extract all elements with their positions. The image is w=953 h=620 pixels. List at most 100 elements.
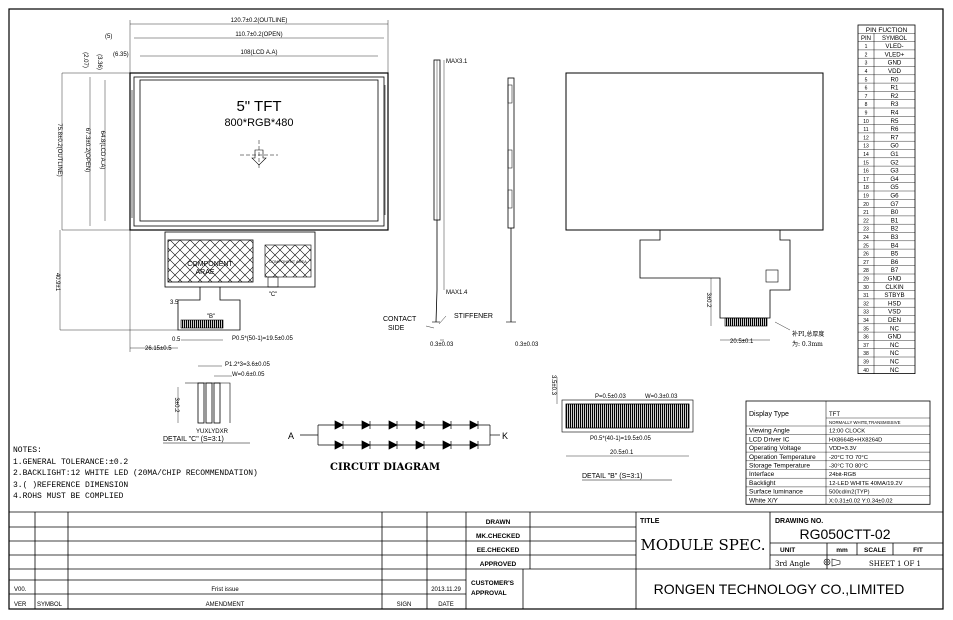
pin-symbol: G2: [890, 159, 899, 166]
rev-header-ver: VER: [14, 602, 27, 608]
side-panel-2: [507, 77, 515, 229]
rev-amendment: Frist issue: [211, 587, 239, 593]
spec-label: Operation Temperature: [749, 454, 816, 461]
pin-symbol: R0: [891, 76, 899, 83]
dim-b-width: 20.5±0.1: [610, 450, 634, 456]
title-block: [9, 511, 943, 609]
pin-number: 7: [865, 94, 868, 100]
screen-title: 5" TFT: [236, 98, 281, 115]
sheet-border: [8, 8, 944, 610]
notes-line: 3.( )REFERENCE DIMENSION: [13, 481, 128, 490]
component-area-small: [264, 244, 312, 278]
label-b: "B": [207, 314, 215, 320]
dim-back-v: 3±0.2: [705, 293, 711, 309]
module-spec-title: MODULE SPEC.: [640, 536, 765, 554]
fpc-pins: [180, 319, 224, 329]
dim-5: (5): [105, 34, 112, 40]
role-drawn: DRAWN: [486, 519, 511, 526]
screen-resolution: 800*RGB*480: [224, 117, 293, 129]
pin-symbol: B1: [891, 217, 899, 224]
pin-symbol: G1: [890, 151, 899, 158]
dim-c-w: W=0.6±0.05: [232, 372, 265, 378]
contact-side-label-2: SIDE: [388, 325, 405, 332]
c-tag: YUXLYDXR: [196, 429, 229, 435]
pin-number: 16: [863, 169, 869, 175]
notes-line: 4.ROHS MUST BE COMPLIED: [13, 492, 124, 501]
title-block-text: VER SYMBOL AMENDMENT SIGN DATE V00. Fris…: [14, 518, 923, 608]
angle-label: 3rd Angle: [775, 560, 810, 568]
role-ee-checked: EE.CHECKED: [477, 547, 520, 554]
dim-t03b: 0.3±0.03: [515, 342, 539, 348]
dim-v-aa: 64.8(LCD A.A): [99, 131, 105, 170]
pin-number: 36: [863, 335, 869, 341]
pin-symbol: R5: [891, 118, 899, 125]
dim-b-h: 3.5±0.3: [550, 375, 556, 396]
component-area-small-label: COMPONENT AREA: [269, 259, 307, 264]
stiffener-label: STIFFENER: [454, 313, 493, 320]
pin-symbol: NC: [890, 350, 899, 357]
pin-symbol: B7: [891, 267, 899, 274]
pin-table-title: PIN FUCTION: [866, 27, 908, 34]
back-pins: [724, 317, 768, 327]
spec-label: Display Type: [749, 411, 789, 418]
pin-symbol: G0: [890, 143, 899, 150]
outline-rect: [129, 72, 389, 231]
pin-symbol: GND: [888, 60, 902, 67]
detail-b-title: DETAIL "B" (S=3:1): [582, 473, 642, 480]
pin-number: 12: [863, 135, 869, 141]
spec-value: X:0.31±0.02 Y:0.34±0.02: [829, 498, 893, 504]
pin-number: 17: [863, 177, 869, 183]
pin-symbol: VLED-: [885, 43, 903, 50]
spec-label: Operating Voltage: [749, 445, 801, 452]
back-view-labels: 3±0.2 20.5±0.1 补PI,总厚度 为: 0.3mm: [705, 293, 824, 348]
pin-symbol: GND: [888, 276, 902, 283]
active-area-rect: [139, 79, 379, 222]
pin-symbol: CLKIN: [885, 284, 903, 291]
spec-table-frame: [745, 400, 931, 505]
pin-number: 13: [863, 144, 869, 150]
dim-336: (3.36): [96, 54, 102, 70]
detail-b-pins: [565, 403, 690, 429]
pin-number: 25: [863, 243, 869, 249]
pin-number: 22: [863, 218, 869, 224]
back-outline: [565, 72, 824, 231]
spec-label: Viewing Angle: [749, 428, 790, 435]
pin-symbol: B3: [891, 234, 899, 241]
rev-date: 2013.11.29: [431, 587, 461, 593]
notes-line: 1.GENERAL TOLERANCE:±0.2: [13, 458, 128, 467]
pin-number: 5: [865, 77, 868, 83]
pin-symbol: NC: [890, 325, 899, 332]
customer-approval: CUSTOMER'S: [471, 580, 515, 587]
label-c: "C": [269, 292, 278, 298]
back-note-2: 为: 0.3mm: [792, 340, 823, 348]
pin-symbol: G3: [890, 168, 899, 175]
rev-ver: V00.: [14, 587, 27, 593]
symbol-col-header: SYMBOL: [882, 36, 908, 42]
pin-number: 18: [863, 185, 869, 191]
pin-symbol: R1: [891, 85, 899, 92]
detail-c: [177, 365, 232, 424]
pin-number: 37: [863, 343, 869, 349]
spec-value: 12:00 CLOCK: [829, 429, 865, 435]
pin-symbol: DEN: [888, 317, 901, 324]
dim-c-p: P1.2*3=3.6±0.05: [225, 362, 270, 368]
pin-number: 4: [865, 69, 868, 75]
scale-value: FIT: [913, 547, 923, 554]
spec-value: TFT: [829, 412, 840, 418]
spec-label: White X/Y: [749, 497, 779, 504]
rev-header-sign: SIGN: [397, 602, 412, 608]
company-name: RONGEN TECHNOLOGY CO.,LIMITED: [654, 581, 905, 597]
fpc-board: [164, 231, 316, 288]
spec-label: Storage Temperature: [749, 463, 810, 470]
spec-value: HX8664B+HX8264D: [829, 437, 882, 443]
pin-symbol: NC: [890, 367, 899, 374]
pin-symbol: G4: [890, 176, 899, 183]
pin-number: 24: [863, 235, 869, 241]
spec-value: 24bit-RGB: [829, 472, 856, 478]
pin-number: 10: [863, 119, 869, 125]
pin-number: 38: [863, 351, 869, 357]
spec-label: Backlight: [749, 480, 776, 487]
rev-header-amendment: AMENDMENT: [206, 602, 245, 608]
pin-symbol: R2: [891, 93, 899, 100]
